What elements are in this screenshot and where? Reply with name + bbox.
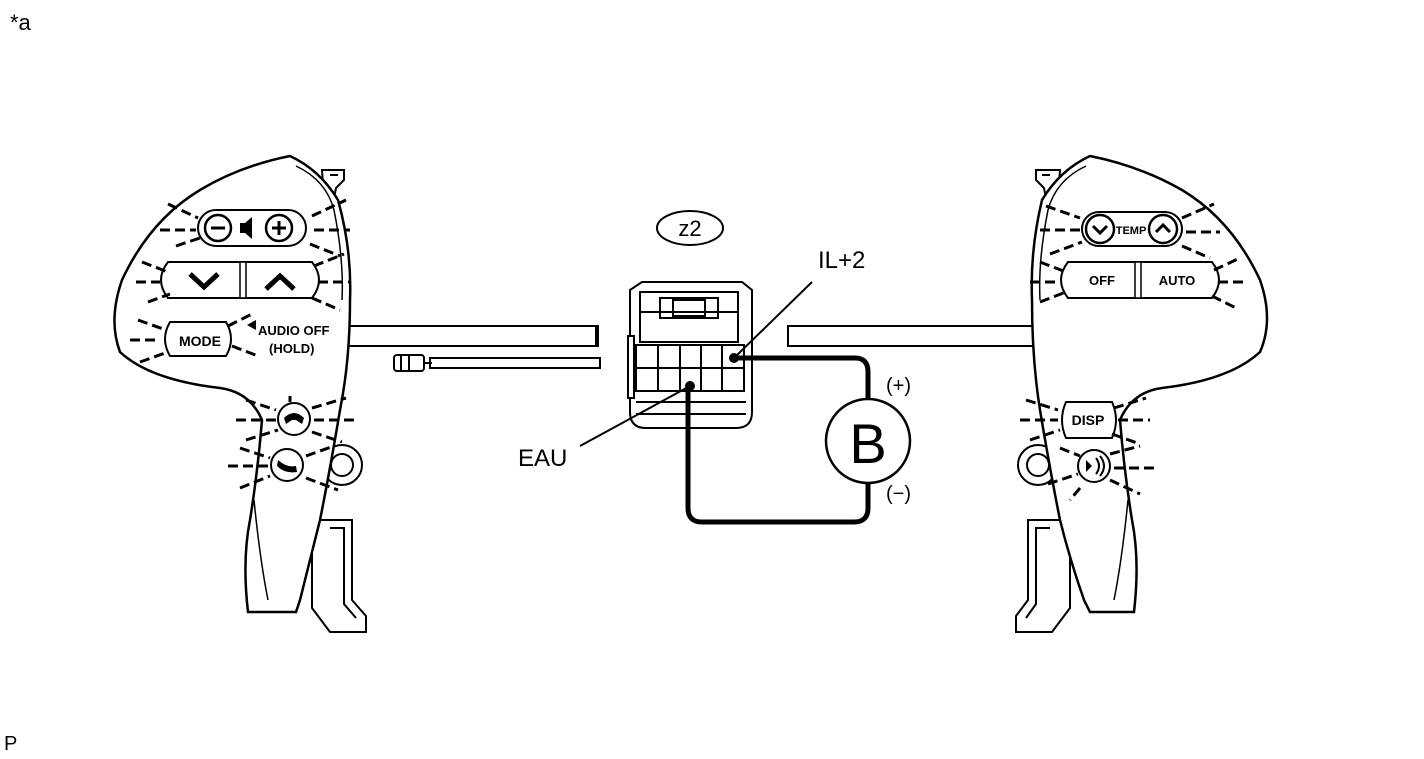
seek-down-icon[interactable] (188, 272, 220, 291)
off-button[interactable]: OFF (1089, 273, 1115, 288)
illumination-rays (1020, 202, 1246, 501)
seek-up-icon[interactable] (264, 272, 296, 291)
leader-eau (579, 385, 691, 447)
battery-plus: (+) (886, 375, 911, 397)
temp-label: TEMP (1116, 225, 1147, 237)
test-wiring (685, 355, 871, 525)
terminal-eau-label: EAU (518, 445, 567, 472)
connector-name: z2 (678, 216, 701, 241)
speaker-icon (240, 217, 252, 239)
left-steering-switch: MODE AUDIO OFF (HOLD) (113, 154, 367, 633)
hold-label: (HOLD) (269, 341, 315, 356)
terminal-il2-label: IL+2 (818, 247, 865, 274)
phone-off-hook-icon[interactable] (270, 448, 304, 482)
connector-label-oval (656, 210, 724, 246)
leader-il2 (733, 281, 813, 359)
battery-symbol (824, 397, 912, 485)
temp-down-icon[interactable] (1084, 213, 1116, 245)
battery-minus: (−) (886, 483, 911, 505)
view-label: P (4, 733, 18, 755)
audio-off-label: AUDIO OFF (258, 323, 330, 338)
figure-label: *a (10, 10, 31, 35)
temp-up-icon[interactable] (1147, 213, 1179, 245)
illumination-rays (130, 198, 354, 492)
disp-button[interactable]: DISP (1072, 412, 1105, 428)
auto-button[interactable]: AUTO (1159, 273, 1196, 288)
battery-label: B (849, 412, 886, 475)
right-steering-switch: TEMP OFF AUTO DISP (1015, 154, 1269, 633)
mode-button[interactable]: MODE (179, 333, 221, 349)
voice-command-icon[interactable] (1077, 449, 1111, 483)
